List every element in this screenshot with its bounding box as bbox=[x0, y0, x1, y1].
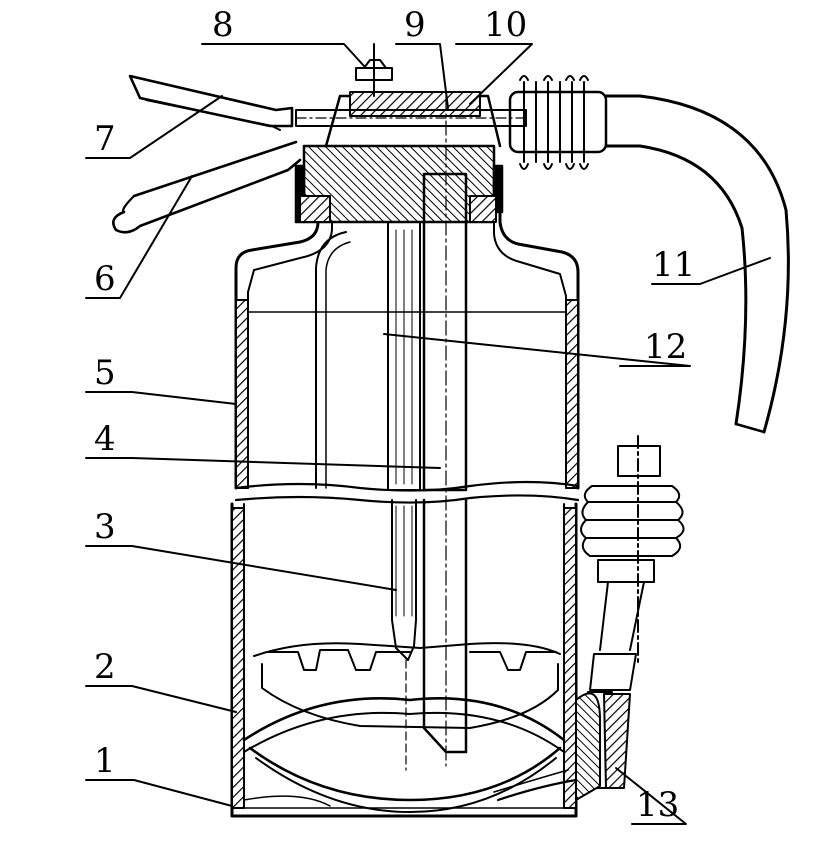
label-6: 6 bbox=[94, 259, 116, 299]
lever-handle bbox=[112, 74, 302, 234]
label-10: 10 bbox=[484, 5, 527, 45]
labels: 8 9 10 7 6 5 4 3 2 1 11 12 13 bbox=[94, 5, 695, 825]
label-11: 11 bbox=[652, 245, 695, 285]
label-3: 3 bbox=[94, 507, 116, 547]
break-line bbox=[234, 480, 580, 504]
label-7: 7 bbox=[94, 119, 116, 159]
label-13: 13 bbox=[636, 785, 679, 825]
upper-shell bbox=[234, 194, 580, 490]
label-8: 8 bbox=[212, 5, 234, 45]
label-12: 12 bbox=[644, 327, 687, 367]
hose-assembly bbox=[508, 75, 790, 434]
label-1: 1 bbox=[94, 741, 116, 781]
lower-shell bbox=[230, 502, 578, 818]
leader-lines bbox=[85, 43, 771, 825]
label-2: 2 bbox=[94, 647, 116, 687]
siphon-tubes bbox=[387, 95, 468, 771]
inner-cartridge bbox=[242, 642, 566, 813]
side-valve bbox=[493, 435, 685, 802]
label-5: 5 bbox=[94, 353, 116, 393]
valve-head bbox=[294, 43, 527, 224]
label-9: 9 bbox=[404, 5, 426, 45]
label-4: 4 bbox=[94, 419, 116, 459]
